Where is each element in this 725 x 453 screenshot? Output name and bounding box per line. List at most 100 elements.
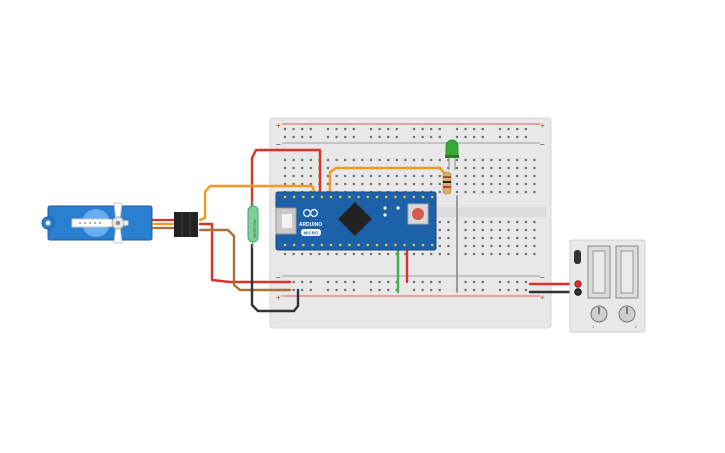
terminal-hole (292, 158, 295, 162)
terminal-hole (464, 174, 467, 178)
wire-red-servo-power[interactable] (198, 222, 292, 284)
terminal-hole (524, 182, 527, 186)
terminal-hole (507, 244, 510, 248)
terminal-hole (481, 182, 484, 186)
terminal-hole (309, 166, 312, 170)
terminal-hole (498, 182, 502, 186)
rail-hole (335, 280, 338, 284)
terminal-hole (430, 182, 433, 186)
reed-switch[interactable]: REED SW (247, 200, 259, 248)
arduino-pin (385, 243, 388, 247)
terminal-hole (498, 174, 502, 178)
power-switch[interactable] (574, 250, 581, 264)
terminal-hole (524, 166, 527, 170)
led[interactable] (445, 139, 459, 170)
terminal-hole (378, 252, 381, 256)
terminal-hole (524, 220, 527, 224)
rail-hole (430, 135, 433, 139)
rail-hole (378, 135, 381, 139)
servo-horn-hole (94, 222, 96, 224)
rail-hole (516, 288, 519, 292)
arduino-pin (311, 195, 314, 199)
rail-hole (344, 280, 347, 284)
terminal-hole (335, 252, 338, 256)
terminal-hole (524, 174, 527, 178)
terminal-hole (481, 220, 484, 224)
servo-connector[interactable] (174, 212, 198, 237)
arduino-micro[interactable]: ARDUINO MICRO (275, 191, 437, 251)
terminal-hole (438, 252, 441, 256)
terminal-hole (533, 236, 536, 240)
power-supply-label-2: 2 (635, 324, 638, 329)
arduino-model: MICRO (304, 231, 319, 236)
power-terminal-positive[interactable] (574, 280, 582, 288)
arduino-pin (366, 195, 369, 199)
arduino-pin (366, 243, 369, 247)
terminal-hole (395, 174, 398, 178)
arduino-pin (293, 243, 296, 247)
terminal-hole (326, 182, 330, 186)
wire-red-top[interactable] (250, 148, 322, 217)
rail-hole (292, 288, 295, 292)
wire-black-ground[interactable] (250, 243, 300, 313)
rail-hole (352, 135, 355, 139)
terminal-hole (326, 252, 330, 256)
terminal-hole (507, 190, 510, 194)
terminal-hole (481, 236, 484, 240)
rail-hole (369, 288, 373, 292)
terminal-hole (378, 182, 381, 186)
rail-plus-label-tl: + (276, 121, 281, 130)
terminal-hole (455, 158, 459, 162)
terminal-hole (473, 174, 476, 178)
terminal-hole (361, 182, 364, 186)
terminal-hole (464, 228, 467, 232)
microcontroller-chip (338, 202, 372, 236)
terminal-hole (464, 236, 467, 240)
rail-plus-label-bl: + (276, 293, 281, 302)
terminal-hole (516, 236, 519, 240)
arduino-pin (412, 195, 415, 199)
terminal-hole (292, 166, 295, 170)
arduino-pin (302, 195, 305, 199)
servo-motor[interactable] (41, 202, 198, 244)
terminal-hole (369, 252, 373, 256)
terminal-hole (533, 174, 536, 178)
arduino-pin (375, 195, 379, 199)
rail-hole (481, 127, 484, 131)
wire-brown-ground[interactable] (198, 228, 292, 292)
arduino-pin (283, 243, 287, 247)
terminal-hole (430, 174, 433, 178)
rail-hole (352, 288, 355, 292)
terminal-hole (395, 182, 398, 186)
rail-hole (395, 135, 398, 139)
wire-orange-led[interactable] (328, 166, 448, 197)
terminal-hole (473, 236, 476, 240)
power-terminal-negative[interactable] (574, 288, 582, 296)
terminal-hole (387, 174, 390, 178)
terminal-hole (507, 166, 510, 170)
arduino-pin (339, 243, 342, 247)
power-supply[interactable]: 1 2 (569, 239, 646, 333)
arduino-pin (394, 243, 397, 247)
terminal-hole (533, 244, 536, 248)
terminal-hole (464, 182, 467, 186)
wire-orange-signal[interactable] (198, 184, 318, 222)
terminal-hole (524, 252, 527, 256)
led-body (445, 139, 459, 157)
terminal-hole (283, 252, 287, 256)
resistor[interactable] (442, 171, 452, 195)
rail-minus-label-tr: − (540, 140, 545, 149)
rail-hole (326, 288, 330, 292)
rail-hole (326, 127, 330, 131)
rail-hole (430, 288, 433, 292)
terminal-hole (533, 166, 536, 170)
terminal-hole (283, 182, 287, 186)
reset-button[interactable] (412, 208, 424, 220)
led-indicator-3 (396, 206, 400, 210)
terminal-hole (378, 158, 381, 162)
led-indicator-2 (383, 213, 387, 217)
terminal-hole (498, 158, 502, 162)
terminal-hole (309, 252, 312, 256)
terminal-hole (438, 228, 441, 232)
